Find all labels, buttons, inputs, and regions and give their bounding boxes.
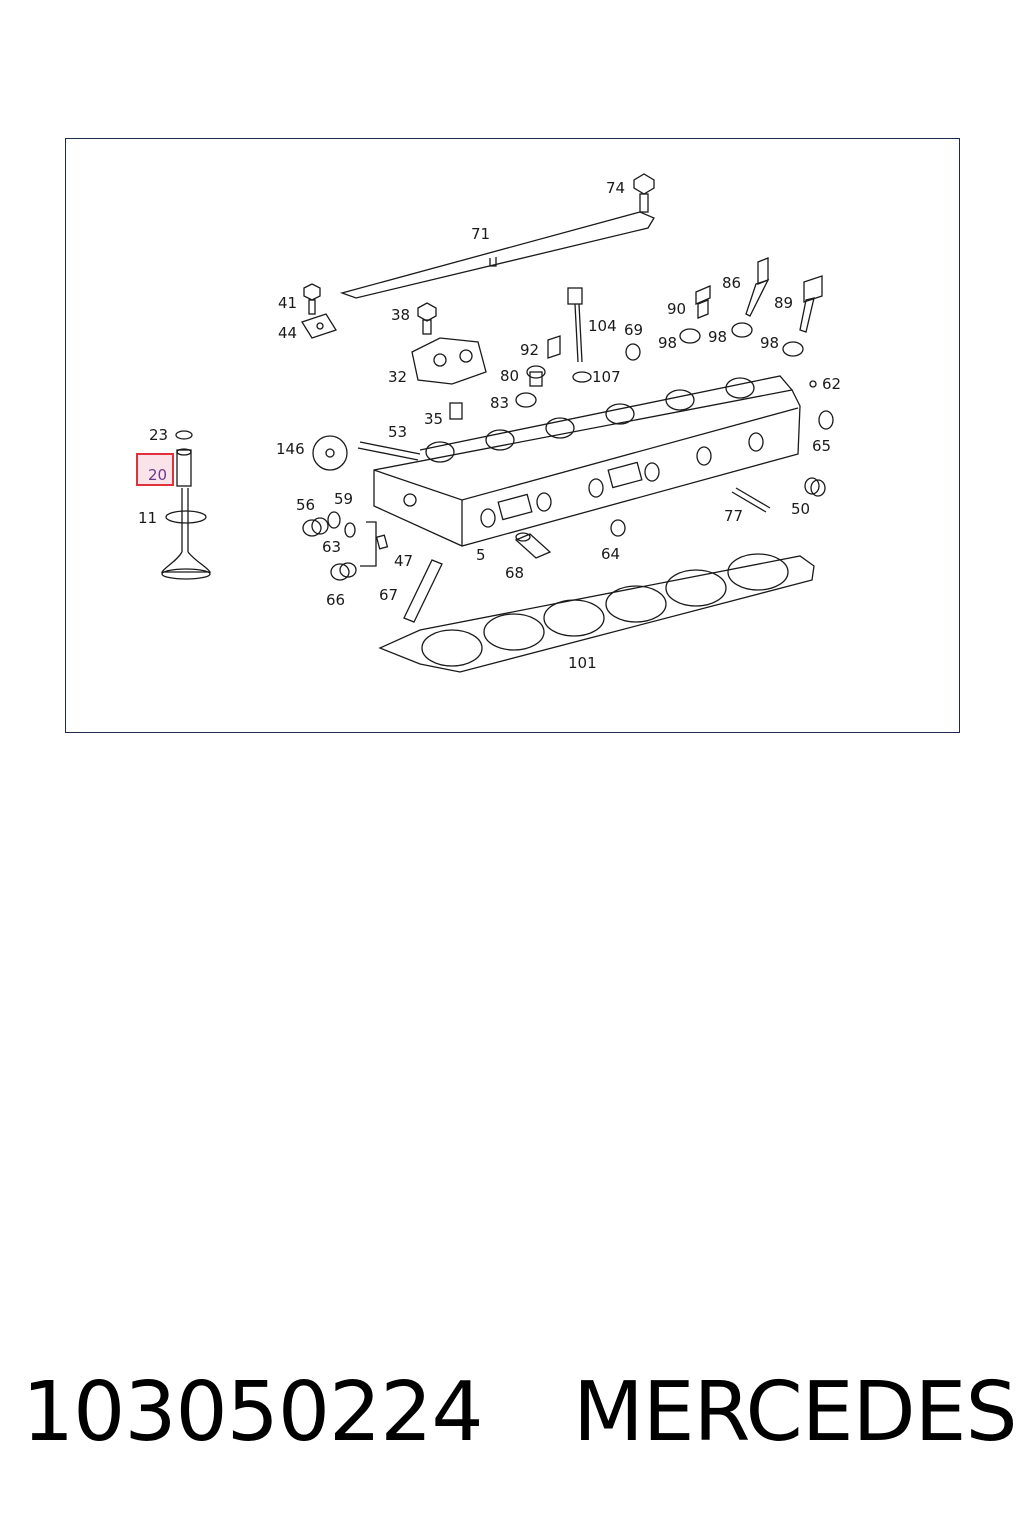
valve-11-part	[160, 488, 212, 580]
callout-67: 67	[379, 586, 398, 604]
callout-98-a: 98	[658, 334, 677, 352]
keeper-23-part	[175, 430, 193, 440]
fitting-92-part	[547, 335, 561, 359]
bolt-38-part	[417, 302, 437, 335]
callout-20: 20	[148, 466, 167, 484]
stud-53-part	[357, 441, 421, 461]
rail-71-part	[339, 211, 655, 299]
ring-59-part	[327, 511, 341, 529]
callout-62: 62	[822, 375, 841, 393]
injector-89-part	[799, 275, 823, 333]
callout-35: 35	[424, 410, 443, 428]
callout-77: 77	[724, 507, 743, 525]
plug-65-part	[818, 410, 834, 430]
bracket-44-part	[301, 313, 337, 339]
ring-64-part	[610, 519, 626, 537]
callout-69: 69	[624, 321, 643, 339]
callout-80: 80	[500, 367, 519, 385]
callout-98-b: 98	[708, 328, 727, 346]
callout-11: 11	[138, 509, 157, 527]
bolt-41-part	[303, 283, 321, 315]
callout-90: 90	[667, 300, 686, 318]
callout-71: 71	[471, 225, 490, 243]
callout-83: 83	[490, 394, 509, 412]
plug-66-part	[330, 562, 357, 581]
callout-92: 92	[520, 341, 539, 359]
callout-101: 101	[568, 654, 597, 672]
washer-98-b-part	[731, 322, 753, 338]
ring-62-part	[809, 380, 817, 388]
callout-146: 146	[276, 440, 305, 458]
cylinder-head-5-part	[373, 375, 801, 547]
callout-41: 41	[278, 294, 297, 312]
plug-80-part	[526, 365, 546, 387]
callout-labels: 74 71 41 44 38 32 104 69 90 86 89 92 80 …	[138, 179, 841, 672]
bolt-74-part	[633, 173, 655, 213]
callout-5: 5	[476, 546, 486, 564]
leader-line-group	[360, 521, 377, 567]
washer-98-c-part	[782, 341, 804, 357]
callout-23: 23	[149, 426, 168, 444]
part-number: 103050224	[22, 1365, 484, 1460]
callout-59: 59	[334, 490, 353, 508]
brand-name: MERCEDES	[573, 1365, 1018, 1460]
callout-38: 38	[391, 306, 410, 324]
plug-56-part	[302, 517, 329, 537]
callout-56: 56	[296, 496, 315, 514]
injector-86-part	[745, 257, 770, 317]
washer-83-part	[515, 392, 537, 408]
callout-47: 47	[394, 552, 413, 570]
stud-77-part	[731, 487, 771, 513]
callout-98-c: 98	[760, 334, 779, 352]
cover-146-part	[312, 435, 348, 471]
plug-69-part	[625, 343, 641, 361]
dowel-47-part	[375, 534, 389, 550]
washer-98-a-part	[679, 328, 701, 344]
washer-107-part	[572, 371, 592, 383]
callout-64: 64	[601, 545, 620, 563]
sleeve-35-part	[449, 402, 463, 420]
gasket-101-part	[378, 553, 815, 673]
callout-104: 104	[588, 317, 617, 335]
bolt-104-part	[567, 287, 583, 363]
sleeve-68-part	[514, 532, 552, 559]
footer: 103050224 MERCEDES	[0, 1365, 1024, 1475]
parts-diagram: 74 71 41 44 38 32 104 69 90 86 89 92 80 …	[136, 173, 841, 673]
sensor-90-part	[695, 285, 711, 319]
callout-32: 32	[388, 368, 407, 386]
callout-68: 68	[505, 564, 524, 582]
callout-74: 74	[606, 179, 625, 197]
callout-107: 107	[592, 368, 621, 386]
callout-63: 63	[322, 538, 341, 556]
callout-86: 86	[722, 274, 741, 292]
callout-53: 53	[388, 423, 407, 441]
callout-66: 66	[326, 591, 345, 609]
highlight-box	[136, 453, 174, 486]
callout-44: 44	[278, 324, 297, 342]
ring-63-part	[344, 522, 356, 538]
callout-65: 65	[812, 437, 831, 455]
plug-50-part	[804, 477, 826, 497]
callout-50: 50	[791, 500, 810, 518]
callout-89: 89	[774, 294, 793, 312]
tube-67-part	[403, 559, 443, 623]
valve-guide-20-part	[176, 448, 192, 487]
bearing-cap-32-part	[411, 337, 487, 385]
